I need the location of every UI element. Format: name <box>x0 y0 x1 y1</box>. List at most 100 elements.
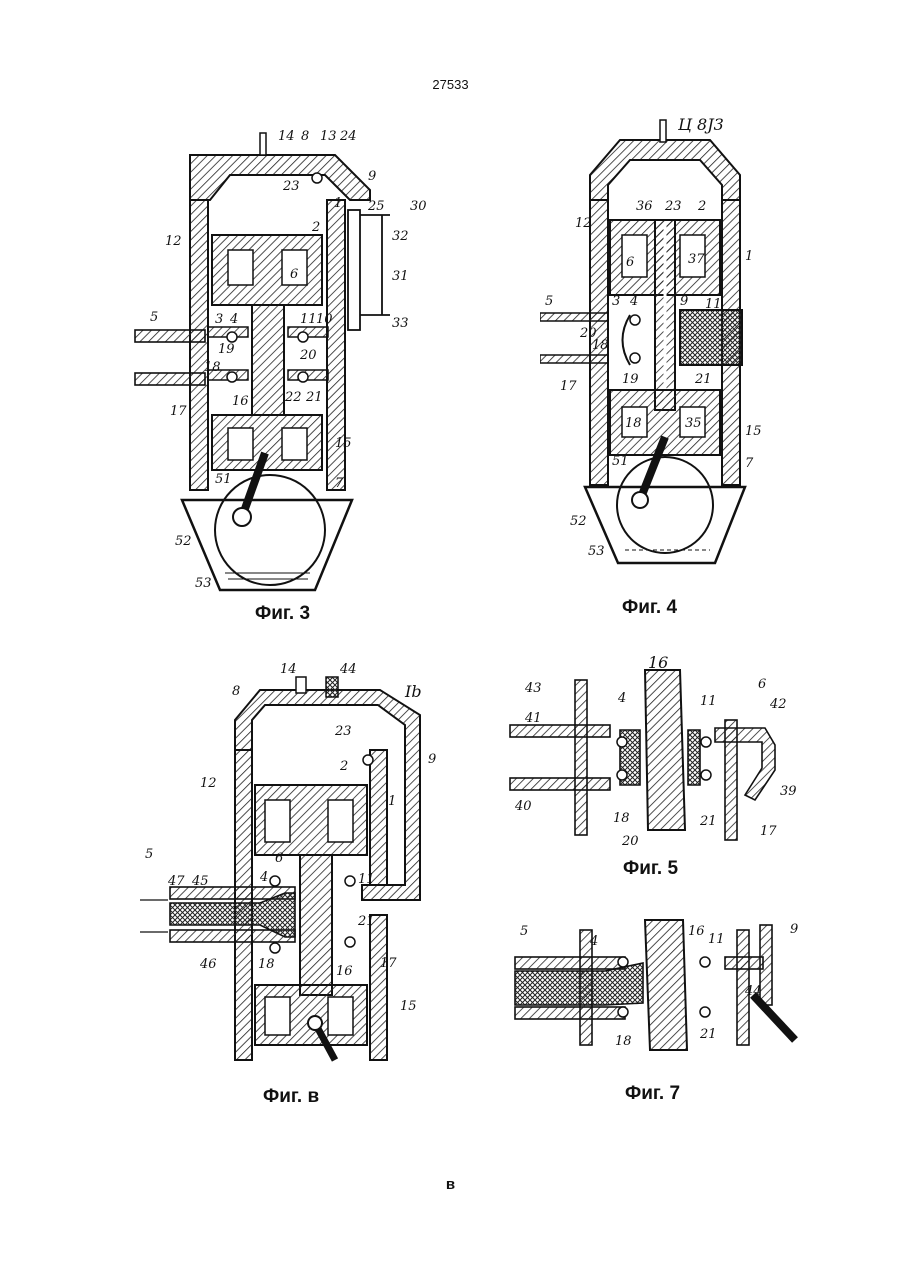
svg-text:3: 3 <box>215 312 223 327</box>
svg-text:12: 12 <box>165 234 182 249</box>
svg-text:37: 37 <box>688 252 705 267</box>
svg-text:11: 11 <box>300 312 317 327</box>
svg-text:51: 51 <box>612 454 629 469</box>
svg-text:5: 5 <box>150 310 158 325</box>
svg-text:19: 19 <box>218 342 235 357</box>
svg-text:23: 23 <box>664 199 682 214</box>
figure-3-caption: Фиг. 3 <box>255 603 310 625</box>
svg-text:5: 5 <box>520 924 528 939</box>
svg-text:41: 41 <box>524 711 542 726</box>
svg-text:24: 24 <box>339 129 357 144</box>
svg-text:11: 11 <box>705 297 722 312</box>
svg-text:21: 21 <box>699 814 717 829</box>
svg-text:2: 2 <box>339 759 348 774</box>
svg-text:18: 18 <box>613 811 630 826</box>
svg-text:21: 21 <box>305 390 323 405</box>
svg-text:52: 52 <box>570 514 587 529</box>
svg-text:1: 1 <box>388 794 396 809</box>
svg-text:53: 53 <box>588 544 605 559</box>
svg-text:5: 5 <box>545 294 553 309</box>
svg-text:6: 6 <box>626 255 634 270</box>
svg-text:32: 32 <box>392 229 409 244</box>
svg-text:20: 20 <box>621 834 639 849</box>
svg-text:12: 12 <box>575 216 592 231</box>
svg-text:11: 11 <box>708 932 725 947</box>
figure-4-drawing: Ц 8J3 1236232 16375 34911 20181917 21183… <box>540 115 780 575</box>
svg-text:1: 1 <box>745 249 753 264</box>
svg-text:4: 4 <box>589 934 598 949</box>
svg-text:30: 30 <box>410 199 427 214</box>
svg-text:16: 16 <box>688 924 705 939</box>
figure-5-drawing: 16 43 4 11 642 41 40 18 20 21 39 17 <box>500 650 810 850</box>
svg-text:22: 22 <box>284 390 302 405</box>
svg-text:40: 40 <box>514 799 532 814</box>
svg-text:4: 4 <box>229 312 238 327</box>
figure-6-drawing: 14448Ib 239212 16547 4541121 46181617 15 <box>140 655 440 1075</box>
svg-text:25: 25 <box>367 199 385 214</box>
svg-text:18: 18 <box>615 1034 632 1049</box>
figure-6-caption: Фиг. в <box>263 1086 319 1108</box>
svg-text:4: 4 <box>629 294 638 309</box>
svg-text:16: 16 <box>232 394 249 409</box>
svg-text:52: 52 <box>175 534 192 549</box>
svg-text:19: 19 <box>622 372 639 387</box>
svg-text:21: 21 <box>694 372 712 387</box>
svg-text:46: 46 <box>199 957 217 972</box>
svg-text:11: 11 <box>358 872 375 887</box>
svg-text:18: 18 <box>625 416 642 431</box>
svg-text:13: 13 <box>320 129 337 144</box>
svg-text:44: 44 <box>339 662 357 677</box>
svg-text:15: 15 <box>400 999 417 1014</box>
svg-text:18: 18 <box>258 957 275 972</box>
svg-text:Ц 8J3: Ц 8J3 <box>677 115 724 134</box>
svg-text:23: 23 <box>282 179 300 194</box>
svg-text:21: 21 <box>699 1027 717 1042</box>
svg-text:5: 5 <box>145 847 153 862</box>
svg-text:8: 8 <box>301 129 309 144</box>
svg-text:17: 17 <box>760 824 777 839</box>
svg-text:33: 33 <box>392 316 409 331</box>
svg-text:42: 42 <box>769 697 787 712</box>
svg-text:16: 16 <box>336 964 353 979</box>
svg-text:44: 44 <box>744 984 762 999</box>
svg-text:1: 1 <box>334 196 342 211</box>
figure-7-caption: Фиг. 7 <box>625 1083 680 1105</box>
page-number: 27533 <box>0 77 901 92</box>
svg-text:18: 18 <box>204 360 221 375</box>
svg-text:23: 23 <box>334 724 352 739</box>
svg-text:9: 9 <box>428 752 436 767</box>
svg-text:14: 14 <box>280 662 297 677</box>
svg-text:6: 6 <box>290 267 298 282</box>
svg-text:3: 3 <box>612 294 620 309</box>
svg-text:17: 17 <box>170 404 187 419</box>
svg-text:11: 11 <box>700 694 717 709</box>
svg-text:51: 51 <box>215 472 232 487</box>
svg-text:9: 9 <box>790 922 798 937</box>
svg-text:53: 53 <box>195 576 212 591</box>
svg-text:14: 14 <box>278 129 295 144</box>
svg-text:15: 15 <box>745 424 762 439</box>
svg-text:2: 2 <box>697 199 706 214</box>
svg-text:2: 2 <box>311 220 320 235</box>
svg-text:45: 45 <box>191 874 209 889</box>
svg-text:7: 7 <box>335 476 344 491</box>
svg-text:4: 4 <box>617 691 626 706</box>
figure-4-caption: Фиг. 4 <box>622 597 677 619</box>
svg-text:43: 43 <box>524 681 542 696</box>
svg-text:17: 17 <box>380 956 397 971</box>
svg-text:17: 17 <box>560 379 577 394</box>
svg-text:35: 35 <box>685 416 702 431</box>
svg-text:47: 47 <box>167 874 185 889</box>
svg-text:6: 6 <box>758 677 766 692</box>
svg-text:6: 6 <box>275 851 283 866</box>
svg-text:12: 12 <box>200 776 217 791</box>
svg-text:39: 39 <box>780 784 797 799</box>
svg-text:16: 16 <box>648 653 668 672</box>
svg-text:4: 4 <box>259 870 268 885</box>
svg-text:9: 9 <box>680 294 688 309</box>
figure-3-drawing: 1481324 239125 3012232 31653 4111033 192… <box>120 115 430 595</box>
svg-text:9: 9 <box>368 169 376 184</box>
svg-text:18: 18 <box>592 338 609 353</box>
svg-text:7: 7 <box>745 456 754 471</box>
footer-mark: в <box>0 1176 901 1193</box>
